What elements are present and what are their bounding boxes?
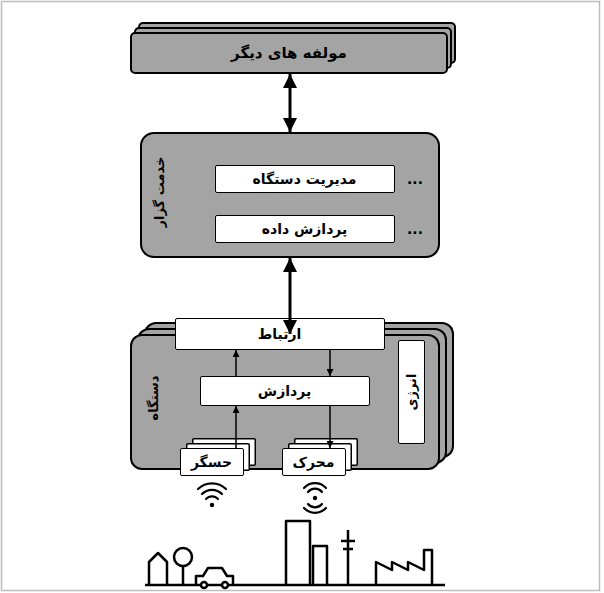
node-label: حسگر (191, 455, 232, 469)
node-label: دستگاه (147, 376, 160, 421)
arrow-connector (235, 350, 237, 376)
component-stack: مولفه های دیگر (130, 32, 448, 74)
node-label: مولفه های دیگر (231, 46, 347, 61)
actuator-stack: محرک (282, 448, 346, 476)
city-skyline (145, 521, 445, 588)
arrow-connector (235, 406, 237, 448)
signal-symbol (304, 483, 326, 513)
node-label: ارتباط (258, 327, 302, 341)
ellipsis-mark: ... (407, 172, 423, 186)
arrow-connector (329, 406, 331, 448)
arrow-connector (329, 350, 331, 376)
arrow-connector (289, 258, 292, 334)
service-box: مدیریت دستگاه (215, 165, 395, 193)
node-label: پردازش (258, 384, 311, 398)
module-box: ارتباط (175, 318, 385, 350)
sensor-stack: حسگر (180, 448, 244, 476)
node-label: پردازش داده (262, 222, 348, 236)
ellipsis-mark: ... (407, 222, 423, 236)
node-label: خدمت گزار (153, 157, 166, 228)
server-box: خدمت گزار مدیریت دستگاه پردازش داده (140, 132, 440, 258)
device-stack: دستگاهارتباطپردازشانرژیحسگرمحرک (130, 334, 440, 470)
node-label: محرک (293, 455, 335, 469)
node-label: انرژی (405, 373, 418, 410)
node-label: مدیریت دستگاه (252, 172, 356, 186)
energy-box: انرژی (398, 340, 425, 444)
service-box: پردازش داده (215, 215, 395, 243)
arrow-connector (289, 74, 292, 132)
module-box: پردازش (200, 376, 370, 406)
wireless-symbol (198, 483, 226, 507)
